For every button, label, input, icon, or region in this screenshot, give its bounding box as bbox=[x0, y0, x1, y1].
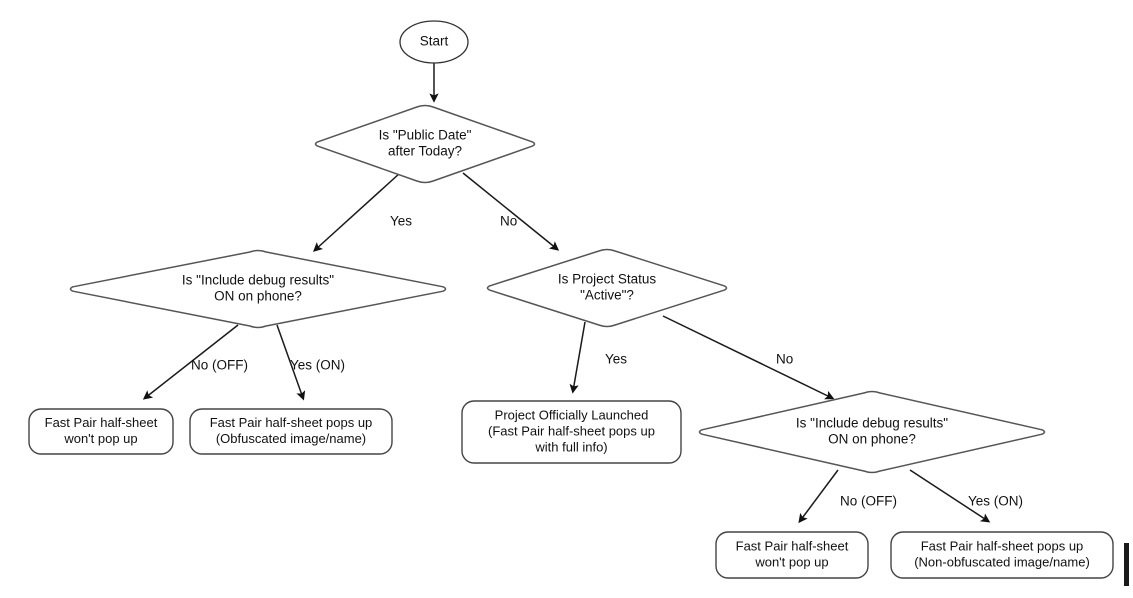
node-label-line: Project Officially Launched bbox=[495, 407, 649, 422]
node-label-line: after Today? bbox=[388, 144, 462, 159]
edge-e-debug-left-yes-on: Yes (ON) bbox=[276, 324, 345, 401]
node-t_left_on[interactable]: Fast Pair half-sheet pops up(Obfuscated … bbox=[189, 408, 393, 455]
node-label-line: (Non-obfuscated image/name) bbox=[914, 554, 1090, 569]
node-label-line: won't pop up bbox=[754, 554, 828, 569]
node-label-line: Start bbox=[420, 34, 449, 49]
edge-e-public-date-yes: Yes bbox=[312, 172, 412, 252]
edge-path bbox=[142, 324, 239, 400]
edge-label: No bbox=[500, 214, 517, 229]
node-t_right_on[interactable]: Fast Pair half-sheet pops up(Non-obfusca… bbox=[890, 531, 1114, 579]
nodes-layer: Start Is "Public Date"after Today? Is "Inc… bbox=[28, 20, 1114, 579]
page-edge-artifact bbox=[1124, 543, 1129, 586]
node-label-line: Is "Public Date" bbox=[379, 128, 472, 143]
edge-label: Yes (ON) bbox=[968, 494, 1023, 509]
node-d_debug_left[interactable]: Is "Include debug results"ON on phone? bbox=[69, 249, 447, 329]
edge-e-project-status-yes: Yes bbox=[569, 321, 627, 394]
node-label-line: Is "Include debug results" bbox=[796, 416, 948, 431]
terminator-shape bbox=[189, 408, 393, 455]
edge-path bbox=[909, 469, 991, 523]
node-label-line: "Active"? bbox=[580, 288, 634, 303]
edge-e-public-date-no: No bbox=[462, 172, 560, 251]
node-label-line: Is Project Status bbox=[558, 272, 657, 287]
terminator-shape bbox=[715, 531, 869, 579]
scan-artifact-layer bbox=[1124, 543, 1129, 586]
node-label-line: (Obfuscated image/name) bbox=[216, 431, 366, 446]
node-d_public_date[interactable]: Is "Public Date"after Today? bbox=[314, 104, 536, 184]
edge-label: Yes (ON) bbox=[290, 358, 345, 373]
edge-e-debug-left-no-off: No (OFF) bbox=[142, 324, 248, 400]
edge-path bbox=[798, 469, 839, 524]
node-label-line: Fast Pair half-sheet bbox=[736, 538, 849, 553]
node-label-line: ON on phone? bbox=[214, 289, 302, 304]
node-label-line: Fast Pair half-sheet pops up bbox=[921, 538, 1084, 553]
edge-path bbox=[462, 172, 560, 251]
edge-e-project-status-no: No bbox=[662, 315, 835, 400]
node-label-line: ON on phone? bbox=[828, 432, 916, 447]
ellipse-shape bbox=[399, 20, 469, 64]
terminator-shape bbox=[28, 408, 174, 455]
edge-label: Yes bbox=[390, 214, 412, 229]
edge-label: No bbox=[776, 352, 793, 367]
diamond-shape bbox=[698, 390, 1046, 474]
diamond-shape bbox=[486, 248, 728, 328]
edge-e-debug-right-no-off: No (OFF) bbox=[798, 469, 897, 524]
edge-e-debug-right-yes-on: Yes (ON) bbox=[909, 469, 1023, 523]
edge-label: Yes bbox=[605, 352, 627, 367]
terminator-shape bbox=[461, 400, 682, 464]
node-label-line: with full info) bbox=[534, 439, 607, 454]
node-label-line: Is "Include debug results" bbox=[182, 273, 334, 288]
node-d_project_status[interactable]: Is Project Status"Active"? bbox=[486, 248, 728, 328]
edge-path bbox=[569, 321, 586, 394]
diamond-shape bbox=[314, 104, 536, 184]
edge-label: No (OFF) bbox=[191, 358, 248, 373]
edge-path bbox=[276, 324, 306, 401]
edge-path bbox=[312, 172, 401, 252]
node-label-line: (Fast Pair half-sheet pops up bbox=[488, 423, 655, 438]
node-t_launched[interactable]: Project Officially Launched(Fast Pair ha… bbox=[461, 400, 682, 464]
edge-label: No (OFF) bbox=[840, 494, 897, 509]
node-d_debug_right[interactable]: Is "Include debug results"ON on phone? bbox=[698, 390, 1046, 474]
node-label-line: Fast Pair half-sheet pops up bbox=[210, 415, 373, 430]
node-start[interactable]: Start bbox=[399, 20, 469, 64]
node-label-line: won't pop up bbox=[63, 431, 137, 446]
terminator-shape bbox=[890, 531, 1114, 579]
edge-path bbox=[662, 315, 835, 400]
diamond-shape bbox=[69, 249, 447, 329]
node-label-line: Fast Pair half-sheet bbox=[45, 415, 158, 430]
